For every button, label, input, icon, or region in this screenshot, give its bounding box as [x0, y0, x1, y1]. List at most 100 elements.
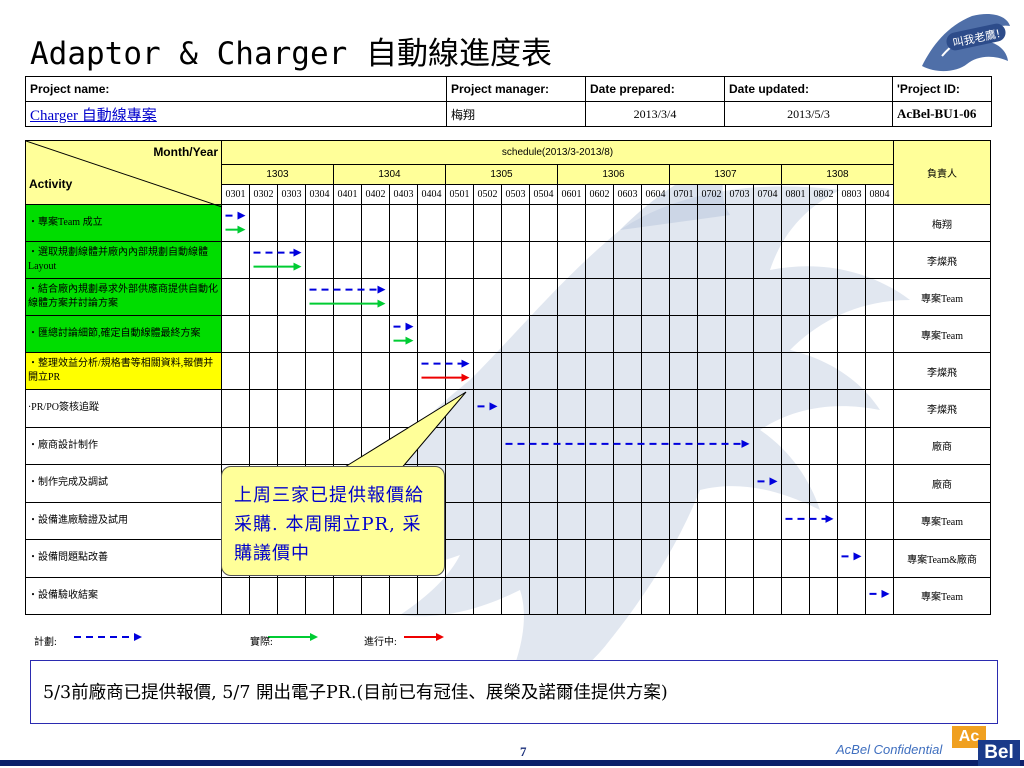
project-id: AcBel-BU1-06 — [892, 101, 992, 127]
table-row: ‧專案Team 成立梅翔 — [25, 204, 991, 242]
schedule-cell — [613, 352, 642, 390]
acbel-logo: Ac Bel — [952, 726, 1022, 766]
schedule-cell — [529, 204, 558, 242]
schedule-cell — [697, 576, 726, 615]
activity-cell: ‧廠商設計制作 — [25, 426, 222, 465]
schedule-cell — [473, 241, 502, 279]
owner-cell: 李燦飛 — [893, 241, 991, 279]
schedule-cell — [361, 204, 390, 242]
footer-bar — [0, 760, 1024, 766]
project-name-link[interactable]: Charger 自動線專案 — [30, 107, 157, 124]
owner-header: 負責人 — [893, 140, 991, 205]
owner-cell: 專案Team — [893, 278, 991, 316]
schedule-cell — [389, 241, 418, 279]
schedule-cell — [529, 501, 558, 540]
schedule-cell — [305, 389, 334, 428]
owner-cell: 專案Team — [893, 576, 991, 615]
schedule-cell — [809, 426, 838, 465]
month-year-label: Month/Year — [153, 145, 218, 159]
owner-cell: 專案Team — [893, 501, 991, 540]
schedule-cell — [333, 352, 362, 390]
schedule-cell — [753, 278, 782, 316]
schedule-cell — [697, 426, 726, 465]
table-row: ‧廠商設計制作廠商 — [25, 426, 991, 465]
schedule-cell — [221, 352, 250, 390]
schedule-cell — [697, 539, 726, 578]
schedule-cell — [361, 241, 390, 279]
schedule-cell — [837, 464, 866, 503]
schedule-cell — [417, 576, 446, 615]
schedule-cell — [389, 204, 418, 242]
activity-cell: ‧專案Team 成立 — [25, 204, 222, 242]
schedule-cell — [501, 389, 530, 428]
owner-cell: 專案Team — [893, 315, 991, 353]
date-updated: 2013/5/3 — [724, 101, 893, 127]
schedule-cell — [473, 278, 502, 316]
acbel-logo-bottom: Bel — [978, 740, 1020, 766]
manager-label: Project manager: — [446, 76, 586, 102]
schedule-cell — [669, 204, 698, 242]
table-row: ‧設備驗收結案 專案Team — [25, 576, 991, 615]
schedule-cell — [865, 352, 894, 390]
schedule-cell — [641, 241, 670, 279]
activity-cell: ‧制作完成及調試 — [25, 464, 222, 503]
schedule-cell — [669, 389, 698, 428]
schedule-cell — [725, 352, 754, 390]
schedule-cell — [277, 426, 306, 465]
schedule-cell — [865, 501, 894, 540]
status-note: 5/3前廠商已提供報價, 5/7 開出電子PR.(目前已有冠佳、展榮及諾爾佳提供… — [30, 660, 998, 724]
schedule-cell — [529, 352, 558, 390]
schedule-cell — [361, 576, 390, 615]
schedule-cell — [501, 204, 530, 242]
schedule-header: schedule(2013/3-2013/8) — [221, 140, 894, 165]
schedule-cell — [473, 315, 502, 353]
schedule-cell — [809, 539, 838, 578]
schedule-cell — [753, 352, 782, 390]
schedule-cell — [781, 278, 810, 316]
schedule-cell — [501, 464, 530, 503]
schedule-cell — [557, 352, 586, 390]
schedule-cell — [865, 204, 894, 242]
legend-actual-label: 實際: — [250, 637, 273, 648]
confidential-label: AcBel Confidential — [836, 742, 943, 757]
schedule-cell — [529, 464, 558, 503]
table-row: ‧PR/PO簽核追蹤李燦飛 — [25, 389, 991, 428]
schedule-cell — [585, 539, 614, 578]
legend-progress-label: 進行中: — [364, 637, 397, 648]
schedule-cell — [613, 426, 642, 465]
schedule-cell — [725, 576, 754, 615]
schedule-cell — [697, 352, 726, 390]
acbel-logo-top: Ac — [952, 726, 986, 748]
schedule-cell — [277, 204, 306, 242]
schedule-cell — [809, 389, 838, 428]
schedule-cell — [753, 241, 782, 279]
schedule-cell — [277, 241, 306, 279]
schedule-cell — [277, 352, 306, 390]
schedule-cell — [473, 464, 502, 503]
date-prepared: 2013/3/4 — [585, 101, 725, 127]
activity-cell: ‧整理效益分析/規格書等相關資料,報價并開立PR — [25, 352, 222, 390]
owner-cell: 李燦飛 — [893, 352, 991, 390]
schedule-cell — [501, 426, 530, 465]
activity-label: Activity — [29, 177, 73, 191]
schedule-cell — [417, 241, 446, 279]
page-title: Adaptor & Charger 自動線進度表 — [30, 36, 552, 72]
schedule-cell — [781, 352, 810, 390]
schedule-cell — [389, 315, 418, 353]
schedule-cell — [837, 389, 866, 428]
schedule-cell — [753, 576, 782, 615]
table-row: ‧制作完成及調試廠商 — [25, 464, 991, 503]
schedule-cell — [221, 576, 250, 615]
project-id-label: 'Project ID: — [892, 76, 992, 102]
month-1308: 1308 — [781, 164, 894, 185]
page-number: 7 — [520, 744, 527, 759]
schedule-cell — [585, 241, 614, 279]
activity-cell: ‧設備驗收結案 — [25, 576, 222, 615]
schedule-cell — [557, 576, 586, 615]
activity-cell: ‧設備問題點改善 — [25, 539, 222, 578]
schedule-cell — [445, 426, 474, 465]
callout-box: 上周三家已提供報價給采購. 本周開立PR, 采購議價中 — [221, 466, 445, 576]
